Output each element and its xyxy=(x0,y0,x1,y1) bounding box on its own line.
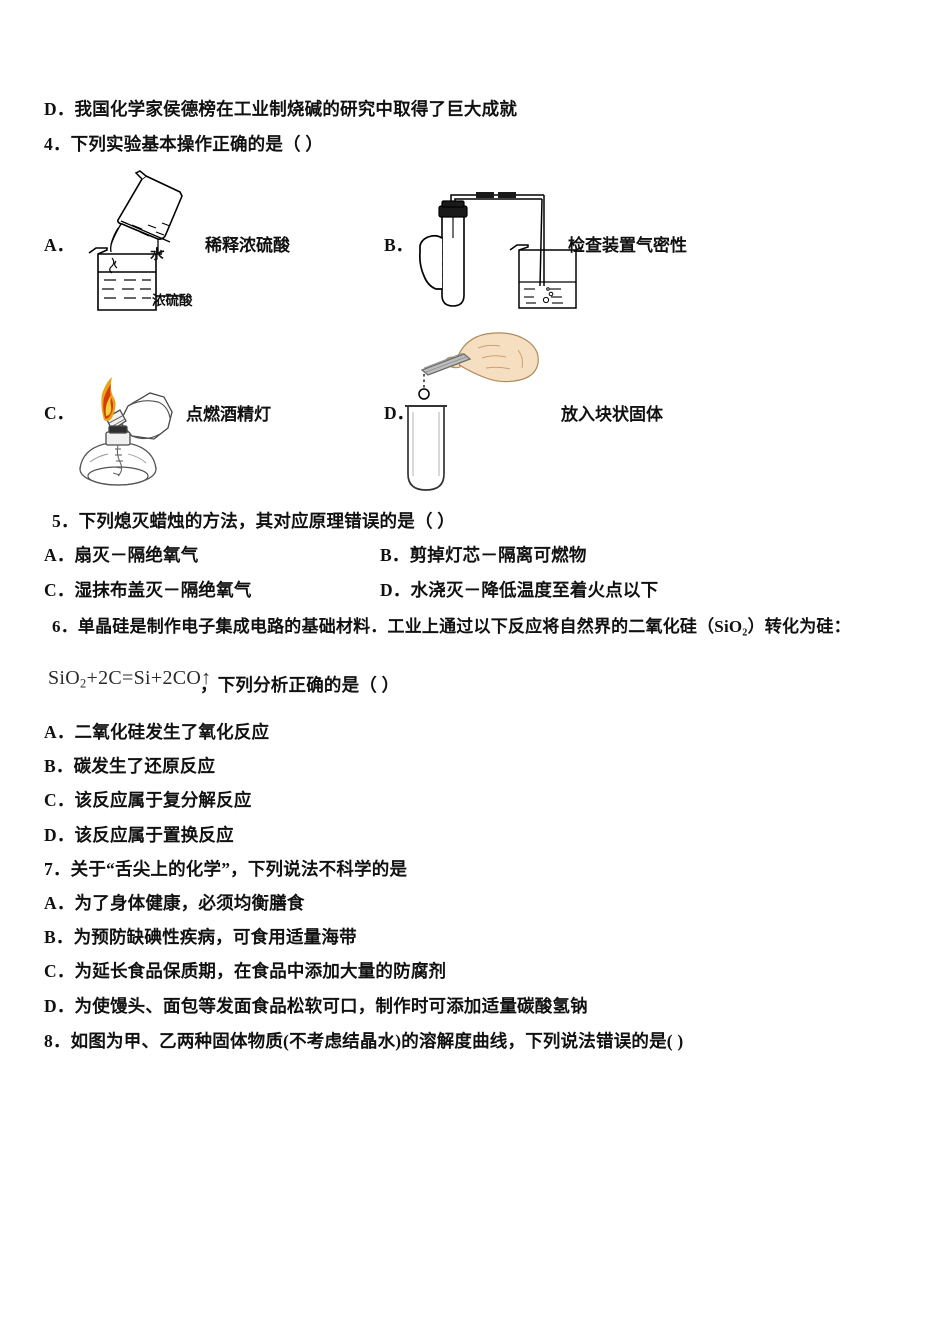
question-5-option-d: D．水浇灭－降低温度至着火点以下 xyxy=(380,580,659,600)
question-8-stem: 8．如图为甲、乙两种固体物质(不考虑结晶水)的溶解度曲线，下列说法错误的是( ) xyxy=(44,1031,684,1051)
question-6-equation: SiO2+2C=Si+2CO↑ xyxy=(48,667,212,691)
question-4-option-c-mark: C． xyxy=(44,403,75,423)
question-4-option-a-caption: 稀释浓硫酸 xyxy=(205,236,290,255)
question-4-option-a-mark: A． xyxy=(44,235,75,255)
question-4-option-c-caption: 点燃酒精灯 xyxy=(186,405,271,424)
question-7-option-d: D．为使馒头、面包等发面食品松软可口，制作时可添加适量碳酸氢钠 xyxy=(44,996,588,1016)
question-6-option-c: C．该反应属于复分解反应 xyxy=(44,790,252,810)
previous-question-option-d: D．我国化学家侯德榜在工业制烧碱的研究中取得了巨大成就 xyxy=(44,99,518,119)
question-7-option-a: A．为了身体健康，必须均衡膳食 xyxy=(44,893,305,913)
figure-a-label-concentrated-sulfuric-acid: 浓硫酸 xyxy=(152,293,193,308)
figure-checking-apparatus-airtightness xyxy=(418,190,584,315)
question-5-option-c: C．湿抹布盖灭－隔绝氧气 xyxy=(44,580,252,600)
question-4-option-b-mark: B． xyxy=(384,235,414,255)
question-4-option-b-caption: 检查装置气密性 xyxy=(568,236,687,255)
question-5-stem: 5．下列熄灭蜡烛的方法，其对应原理错误的是（ ） xyxy=(52,511,455,531)
question-5-option-a: A．扇灭－隔绝氧气 xyxy=(44,545,199,565)
figure-a-label-water: 水 xyxy=(150,247,164,262)
question-4-option-d-caption: 放入块状固体 xyxy=(561,405,663,424)
question-4-stem: 4．下列实验基本操作正确的是（ ） xyxy=(44,134,324,154)
question-6-option-d: D．该反应属于置换反应 xyxy=(44,825,234,845)
question-4-option-d-mark: D． xyxy=(384,403,415,423)
figure-placing-lump-solid-into-test-tube xyxy=(400,326,545,496)
question-7-option-b: B．为预防缺碘性疾病，可食用适量海带 xyxy=(44,927,357,947)
question-6-stem-line-1: 6．单晶硅是制作电子集成电路的基础材料．工业上通过以下反应将自然界的二氧化硅（S… xyxy=(52,617,851,636)
figure-diluting-concentrated-sulfuric-acid xyxy=(74,162,224,312)
question-6-option-b: B．碳发生了还原反应 xyxy=(44,756,216,776)
question-7-option-c: C．为延长食品保质期，在食品中添加大量的防腐剂 xyxy=(44,961,447,981)
question-6-stem-line-2-tail: ，下列分析正确的是（ ） xyxy=(200,675,400,695)
question-5-option-b: B．剪掉灯芯－隔离可燃物 xyxy=(380,545,587,565)
question-7-stem: 7．关于“舌尖上的化学”，下列说法不科学的是 xyxy=(44,859,408,879)
figure-lighting-alcohol-lamp xyxy=(68,376,203,491)
question-6-option-a: A．二氧化硅发生了氧化反应 xyxy=(44,722,270,742)
